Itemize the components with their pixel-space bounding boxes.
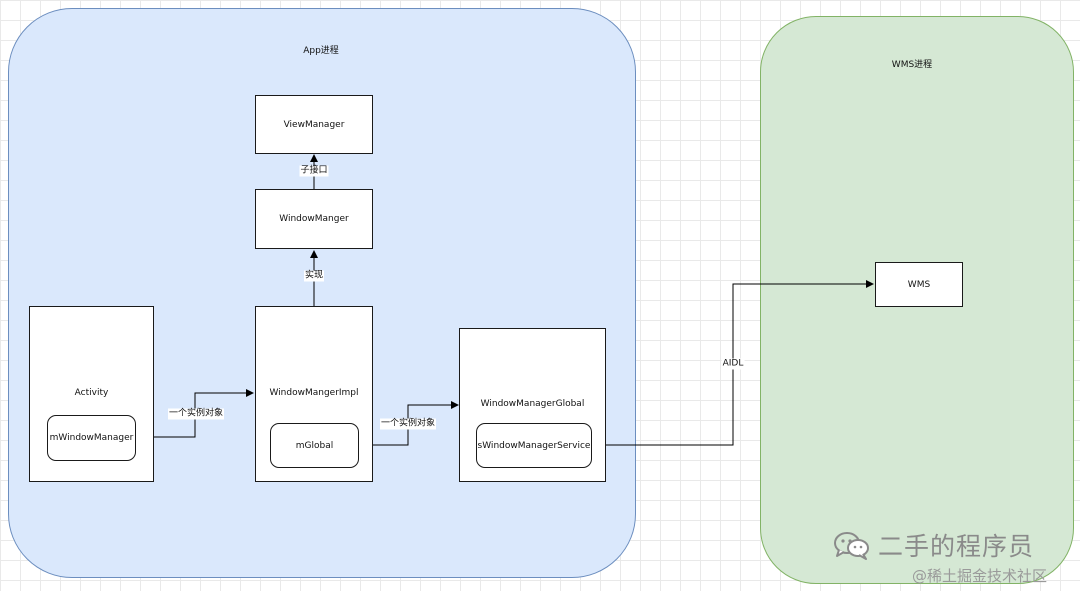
wms-node[interactable]: WMS <box>875 262 963 307</box>
s-window-manager-service-field[interactable]: sWindowManagerService <box>476 423 592 468</box>
window-manager-global-label: WindowManagerGlobal <box>480 399 585 409</box>
watermark-brand-text: 二手的程序员 <box>878 532 1035 561</box>
view-manager-node[interactable]: ViewManager <box>255 95 373 154</box>
app-process-title: App进程 <box>303 46 339 56</box>
edge-label-instance-object-2: 一个实例对象 <box>379 418 437 430</box>
watermark-brand: 二手的程序员 <box>832 527 1034 563</box>
window-manger-node[interactable]: WindowManger <box>255 189 373 249</box>
edge-label-sub-interface: 子接口 <box>299 165 329 177</box>
m-window-manager-field[interactable]: mWindowManager <box>47 415 136 461</box>
m-global-field[interactable]: mGlobal <box>270 423 359 468</box>
window-manger-impl-node[interactable]: WindowMangerImpl mGlobal <box>255 306 373 482</box>
edge-label-implements: 实现 <box>303 270 325 282</box>
wechat-icon <box>834 532 869 560</box>
wms-process-title: WMS进程 <box>891 60 933 70</box>
edge-label-instance-object-1: 一个实例对象 <box>167 408 225 420</box>
activity-node[interactable]: Activity mWindowManager <box>29 306 154 482</box>
watermark-site-text: @稀土掘金技术社区 <box>912 567 1048 585</box>
window-manager-global-node[interactable]: WindowManagerGlobal sWindowManagerServic… <box>459 328 606 482</box>
window-manger-impl-label: WindowMangerImpl <box>269 388 359 398</box>
edge-label-aidl: AIDL <box>721 358 745 370</box>
activity-label: Activity <box>74 388 109 398</box>
